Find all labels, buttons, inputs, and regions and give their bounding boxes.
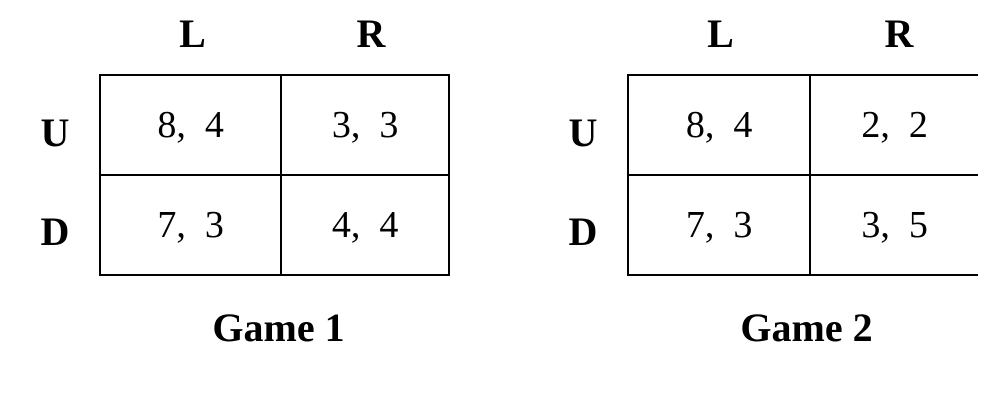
matrix-row-d: 7, 3 4, 4	[98, 174, 450, 276]
payoff-table: 8, 4 2, 2 7, 3 3, 5	[626, 74, 978, 276]
payoff-cell-u-l: 8, 4	[626, 74, 812, 176]
row-label-u: U	[40, 110, 70, 155]
row-label-d: D	[40, 209, 70, 254]
payoff-cell-u-l: 8, 4	[98, 74, 283, 176]
game-caption: Game 2	[740, 305, 873, 350]
payoff-cell-d-r: 3, 5	[809, 174, 978, 276]
payoff-cell-u-r: 3, 3	[280, 74, 450, 176]
payoff-cell-d-l: 7, 3	[626, 174, 812, 276]
payoff-cell-u-r: 2, 2	[809, 74, 978, 176]
column-label-r: R	[356, 11, 386, 56]
payoff-table: 8, 4 3, 3 7, 3 4, 4	[98, 74, 450, 276]
payoff-cell-d-r: 4, 4	[280, 174, 450, 276]
matrix-row-d: 7, 3 3, 5	[626, 174, 978, 276]
game-caption: Game 1	[212, 305, 345, 350]
game-2-payoff-matrix: L R U D 8, 4 2, 2 7, 3 3, 5 Game 2	[528, 0, 978, 407]
game-1-payoff-matrix: L R U D 8, 4 3, 3 7, 3 4, 4 Game 1	[0, 0, 450, 407]
matrix-row-u: 8, 4 3, 3	[98, 74, 450, 176]
column-label-r: R	[884, 11, 914, 56]
row-label-d: D	[568, 209, 598, 254]
matrix-row-u: 8, 4 2, 2	[626, 74, 978, 176]
payoff-cell-d-l: 7, 3	[98, 174, 283, 276]
column-label-l: L	[707, 11, 734, 56]
column-label-l: L	[179, 11, 206, 56]
row-label-u: U	[568, 110, 598, 155]
